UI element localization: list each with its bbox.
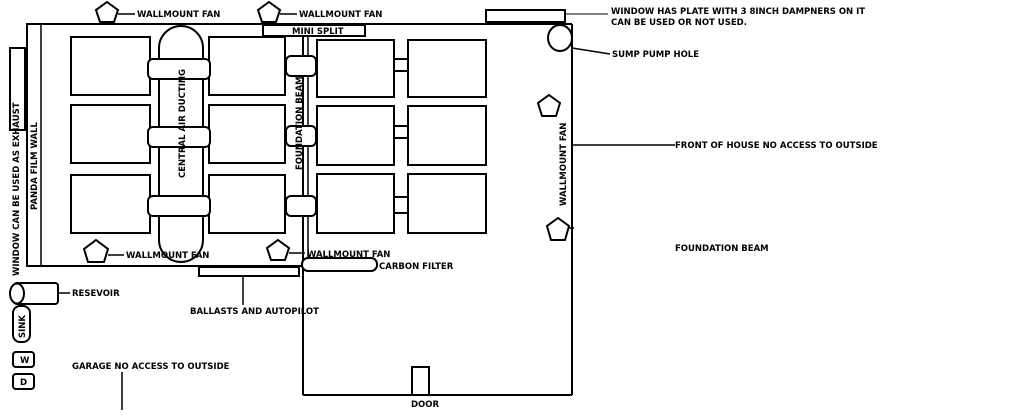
fan-icon xyxy=(82,238,110,263)
label-panda-film: PANDA FILM WALL xyxy=(30,121,40,210)
sink xyxy=(12,305,31,343)
label-foundation-beam-inner: FOUNDATION BEAM xyxy=(295,76,305,170)
label-resevoir: RESEVOIR xyxy=(72,289,120,299)
duct-connectors xyxy=(147,55,317,217)
fan-icons xyxy=(82,0,574,263)
washer xyxy=(12,351,35,368)
label-window-exhaust: WINDOW CAN BE USED AS EXHAUST xyxy=(12,102,22,276)
label-foundation-beam-right: FOUNDATION BEAM xyxy=(675,244,769,254)
label-garage: GARAGE NO ACCESS TO OUTSIDE xyxy=(72,362,230,372)
label-front-of-house: FRONT OF HOUSE NO ACCESS TO OUTSIDE xyxy=(675,141,878,151)
label-dryer: D xyxy=(20,378,27,388)
label-window-plate-1: WINDOW HAS PLATE WITH 3 8INCH DAMPNERS O… xyxy=(611,7,865,17)
label-wallmount-fan-top-2: WALLMOUNT FAN xyxy=(299,10,382,20)
label-wallmount-fan-bottom-1: WALLMOUNT FAN xyxy=(126,251,209,261)
label-mini-split: MINI SPLIT xyxy=(292,27,344,37)
reservoir-cylinder xyxy=(9,282,70,305)
label-window-plate-2: CAN BE USED OR NOT USED. xyxy=(611,18,747,28)
label-carbon-filter: CARBON FILTER xyxy=(379,262,454,272)
fan-icon xyxy=(94,0,120,23)
sump-pump-hole xyxy=(547,24,573,52)
sump-pump-leader xyxy=(571,47,611,55)
fan-icon xyxy=(536,93,562,117)
ballasts-shelf xyxy=(198,266,300,277)
dryer xyxy=(12,373,35,390)
door xyxy=(411,366,430,396)
panda-film-wall xyxy=(26,23,42,267)
tables-main-room xyxy=(316,39,487,234)
carbon-filter xyxy=(301,257,378,272)
label-wallmount-fan-top-1: WALLMOUNT FAN xyxy=(137,10,220,20)
label-door: DOOR xyxy=(411,400,440,410)
mini-split xyxy=(262,24,366,37)
label-washer: W xyxy=(20,356,30,366)
label-central-air: CENTRAL AIR DUCTING xyxy=(178,69,188,178)
fan-icon xyxy=(256,0,282,23)
label-sink: SINK xyxy=(18,315,28,338)
left-window xyxy=(9,47,26,131)
tables-left-room xyxy=(70,36,286,234)
label-wallmount-fan-bottom-2: WALLMOUNT FAN xyxy=(307,250,390,260)
label-ballasts: BALLASTS AND AUTOPILOT xyxy=(190,307,319,317)
fan-icon xyxy=(545,216,571,241)
fan-icon xyxy=(265,238,291,261)
label-sump-pump: SUMP PUMP HOLE xyxy=(612,50,699,60)
top-window xyxy=(485,9,566,23)
label-wallmount-fan-right: WALLMOUNT FAN xyxy=(559,123,569,206)
